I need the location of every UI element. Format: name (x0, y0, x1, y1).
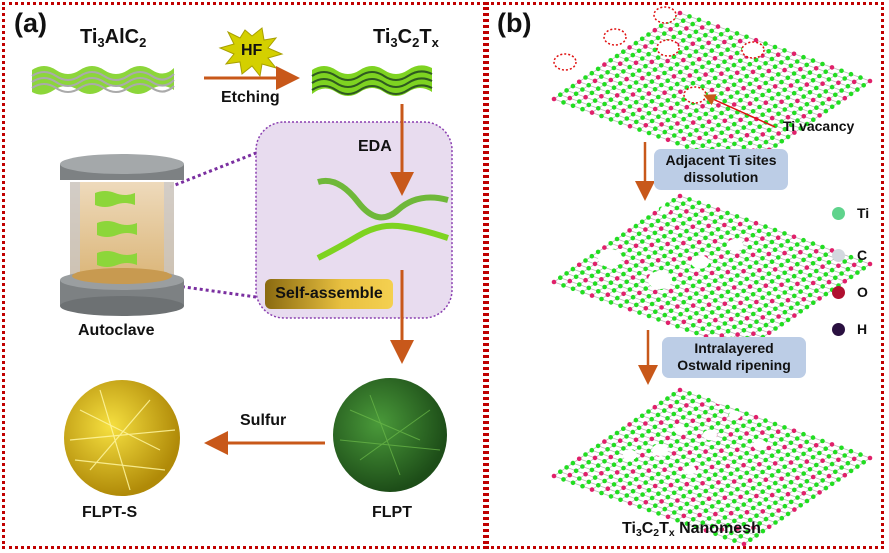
flpt-s-label: FLPT-S (82, 504, 138, 521)
eda-label: EDA (358, 138, 392, 155)
step2-box: Intralayered Ostwald ripening (662, 337, 806, 378)
dissolved-mesh (551, 193, 873, 353)
step1-box: Adjacent Ti sites dissolution (654, 149, 788, 190)
flpt-s-sphere (64, 380, 180, 496)
ti3alc2-stack (31, 66, 175, 95)
sulfur-label: Sulfur (240, 412, 287, 429)
ti3c2tx-stack (311, 65, 433, 96)
legend-c-dot (832, 249, 845, 262)
legend-o-label: O (857, 284, 868, 300)
step1-line1: Adjacent Ti sites (665, 152, 777, 168)
autoclave-graphic (60, 154, 184, 316)
ti3c2tx-label: Ti3C2Tx (373, 26, 439, 50)
flpt-sphere (333, 378, 447, 492)
self-assemble-badge: Self-assemble (265, 279, 393, 309)
legend-c-label: C (857, 247, 868, 263)
flpt-label: FLPT (372, 504, 412, 521)
mxene-ribbon (317, 178, 449, 221)
ti-vacancy-label: Ti vacancy (783, 118, 855, 134)
step2-line2: Ostwald ripening (677, 357, 791, 373)
mesh-group (551, 6, 873, 547)
panel-b-label: (b) (497, 8, 532, 38)
legend-h-dot (832, 323, 845, 336)
step1-line2: dissolution (683, 169, 759, 185)
panel-b-border (486, 2, 884, 549)
legend-ti-label: Ti (857, 205, 870, 221)
panel-a-label: (a) (14, 8, 47, 38)
step2-line1: Intralayered (694, 340, 774, 356)
hf-label: HF (241, 42, 263, 59)
mxene-ribbon (316, 222, 449, 261)
autoclave-label: Autoclave (78, 322, 155, 339)
legend-h-label: H (857, 321, 868, 337)
legend-o-dot (832, 286, 845, 299)
zoom-line-bottom (169, 283, 257, 299)
hf-starburst (218, 27, 284, 78)
nanomesh-label: Ti3C2Tx Nanomesh (622, 520, 761, 540)
etching-label: Etching (221, 89, 280, 106)
ti3alc2-label: Ti3AlC2 (80, 26, 147, 50)
panel-a-border (2, 2, 486, 549)
ti-vacancy-pointer (703, 94, 776, 128)
legend-ti-dot (832, 207, 845, 220)
pristine-mesh (551, 6, 873, 170)
nanomesh (551, 387, 873, 547)
